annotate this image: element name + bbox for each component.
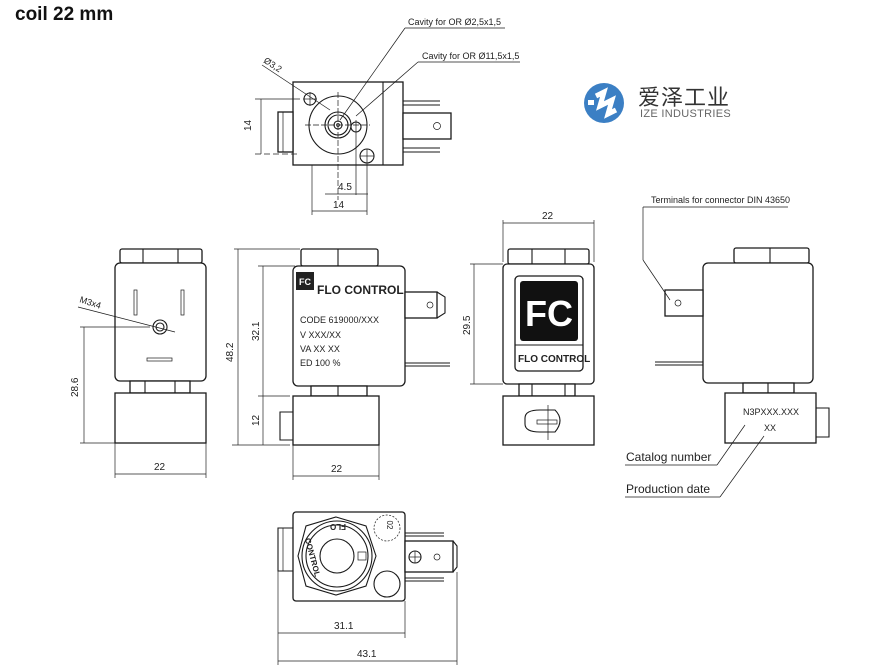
dim-top-height: 14 [243, 119, 254, 131]
watermark-name-cn: 爱泽工业 [638, 86, 731, 111]
label-view [232, 248, 450, 480]
back-brand: FLO CONTROL [518, 354, 590, 365]
watermark-name-en: IZE INDUSTRIES [640, 108, 731, 120]
callout-production-date: Production date [626, 482, 710, 496]
callout-terminals: Terminals for connector DIN 43650 [651, 195, 790, 205]
dim-bottom-total-length: 43.1 [357, 649, 377, 660]
back-logo-letters: FC [525, 293, 573, 334]
dim-label-total-height: 48.2 [225, 342, 236, 362]
date-dial: 02 [385, 521, 394, 530]
dim-back-width: 22 [542, 211, 554, 222]
callout-cavity-small: Cavity for OR Ø2,5x1,5 [408, 17, 501, 27]
label-line-va: VA XX XX [300, 344, 340, 354]
label-brand: FLO CONTROL [317, 283, 404, 297]
bottom-view [277, 511, 458, 665]
ize-logo-icon [584, 83, 624, 123]
label-line-voltage: V XXX/XX [300, 330, 341, 340]
label-line-code: CODE 619000/XXX [300, 315, 379, 325]
page-title: coil 22 mm [15, 4, 114, 25]
nut-text-flo: FLO [330, 522, 346, 531]
dim-top-offset: 4.5 [338, 182, 352, 193]
callout-catalog-number: Catalog number [626, 450, 711, 464]
dim-label-width: 22 [331, 464, 343, 475]
label-logo-letters: FC [299, 277, 311, 287]
dim-label-base-height: 12 [251, 414, 262, 426]
dim-front-width: 22 [154, 462, 166, 473]
dim-bottom-body-length: 31.1 [334, 621, 354, 632]
dim-back-height: 29.5 [462, 315, 473, 335]
front-view [77, 248, 207, 478]
base-production-code: XX [764, 423, 776, 433]
dim-label-coil-height: 32.1 [251, 321, 262, 341]
top-view [255, 27, 520, 215]
label-line-ed: ED 100 % [300, 358, 341, 368]
base-catalog-code: N3PXXX.XXX [743, 407, 799, 417]
dim-front-height: 28.6 [70, 377, 81, 397]
side-view [625, 206, 830, 498]
back-view [470, 220, 595, 446]
dim-top-width: 14 [333, 200, 345, 211]
callout-cavity-large: Cavity for OR Ø11,5x1,5 [422, 51, 519, 61]
callout-hole-diameter: Ø3,2 [262, 55, 284, 74]
